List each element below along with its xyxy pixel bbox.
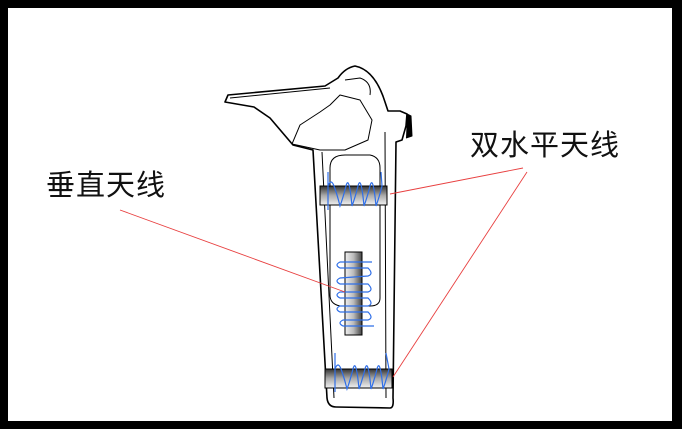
leader-lines	[119, 167, 528, 378]
horizontal-antenna-bottom	[324, 352, 393, 392]
leader-line-vertical	[119, 209, 346, 293]
locator-device-body	[224, 65, 413, 409]
vertical-antenna	[336, 251, 374, 336]
coil-winding	[336, 261, 374, 327]
vertical-antenna-label: 垂直天线	[46, 168, 167, 202]
leader-line-horizontal-top	[389, 167, 524, 195]
dual-horizontal-antenna-label: 双水平天线	[470, 128, 621, 162]
leader-line-horizontal-bottom	[392, 171, 528, 378]
horizontal-antenna-top	[319, 171, 388, 210]
coil-winding	[327, 171, 383, 210]
coil-winding	[334, 352, 390, 392]
